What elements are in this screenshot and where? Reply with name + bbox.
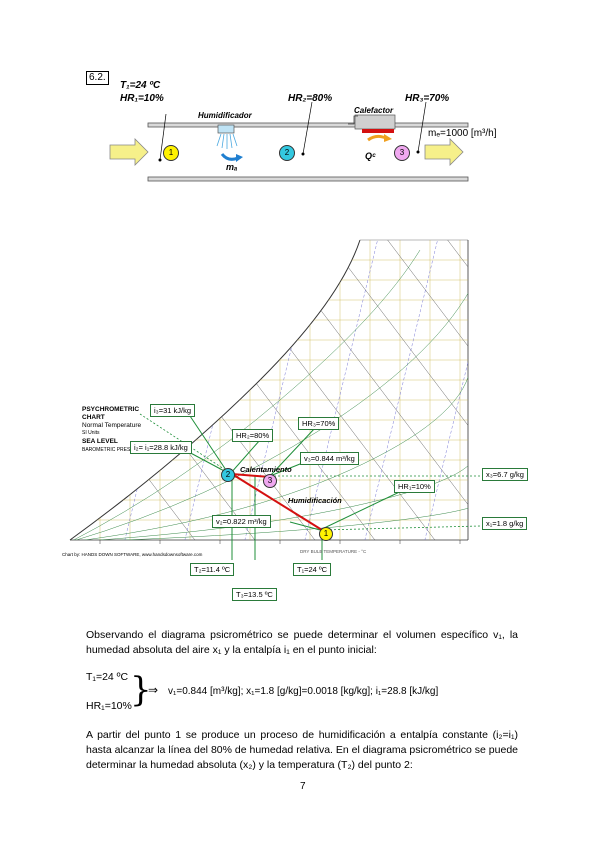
flow-rate-label: mₑ=1000 [m³/h] — [428, 128, 497, 139]
chart-point-3: 3 — [263, 474, 277, 488]
state-point-1: 1 — [163, 145, 179, 161]
chart-header-pressure: BAROMETRIC PRESSURE 101.325 kPa — [82, 447, 174, 453]
equation-result: v₁=0.844 [m³/kg]; x₁=1.8 [g/kg]=0.0018 [… — [168, 686, 439, 697]
chart-header-sea-level: SEA LEVEL — [82, 438, 118, 445]
state-point-2: 2 — [279, 145, 295, 161]
box-i2-i1: i₂= i₁=28.8 kJ/kg — [130, 441, 192, 454]
outlet-arrow — [424, 138, 464, 166]
box-t3: T₃=13.5 ºC — [232, 588, 277, 601]
humidifier-nozzle — [217, 124, 235, 134]
box-x3: x₃=6.7 g/kg — [482, 468, 528, 481]
equation-brace: } — [130, 670, 152, 710]
paragraph-2: A partir del punto 1 se produce un proce… — [86, 729, 518, 771]
box-i3: i₃=31 kJ/kg — [150, 404, 196, 417]
chart-header-units: SI Units — [82, 430, 100, 436]
spray-icon — [216, 133, 238, 149]
box-v3: v₃=0.844 m³/kg — [300, 452, 359, 465]
diagram-hr1: HR₁=10% — [120, 93, 164, 104]
box-hr2: HR₂=80% — [232, 429, 274, 442]
equation-arrow: ⇒ — [148, 683, 159, 697]
diagram-hr2: HR₂=80% — [288, 93, 333, 104]
process-diagram — [109, 101, 469, 182]
box-hr1: HR₁=10% — [394, 480, 435, 493]
chart-point-1: 1 — [319, 527, 333, 541]
box-x1: x₁=1.8 g/kg — [482, 517, 528, 530]
chart-header-title: PSYCHROMETRIC — [82, 406, 140, 413]
state-point-3: 3 — [394, 145, 410, 161]
chart-header-chart: CHART — [82, 414, 105, 421]
equation-t1: T₁=24 ºC — [86, 671, 129, 683]
chart-point-2: 2 — [221, 468, 235, 482]
heating-label: Calentamiento — [240, 465, 292, 474]
chart-credit: Chart by: HANDS DOWN SOFTWARE, www.hands… — [62, 552, 203, 557]
heat-label: Qᶜ — [365, 151, 376, 161]
psychrometric-chart — [69, 239, 480, 560]
chart-header-temp: Normal Temperature — [82, 422, 142, 429]
x-axis-label: DRY BULB TEMPERATURE - °C — [300, 549, 367, 554]
heater-body — [354, 114, 396, 130]
equation-hr1: HR₁=10% — [86, 700, 132, 712]
water-flow-arrow — [220, 153, 239, 161]
humidification-process-line — [231, 473, 323, 531]
section-number: 6.2. — [86, 71, 109, 85]
box-hr3: HR₃=70% — [298, 417, 340, 430]
diagram-t1: T₁=24 ºC — [120, 80, 161, 91]
heater-label: Calefactor — [354, 106, 394, 115]
saturation-curve — [69, 239, 361, 541]
box-v2: v₂=0.822 m³/kg — [212, 515, 271, 528]
paragraph-1: Observando el diagrama psicrométrico se … — [86, 629, 518, 656]
heat-arrow — [367, 134, 387, 142]
box-t2: T₂=11.4 ºC — [190, 563, 235, 576]
humidifier-label: Humidificador — [198, 111, 252, 120]
chart-gridlines — [70, 240, 468, 540]
humidification-label: Humidificación — [288, 496, 342, 505]
duct-bottom-wall — [147, 176, 469, 182]
inlet-arrow — [109, 138, 149, 166]
page-number: 7 — [300, 781, 306, 792]
water-mass-label: mₐ — [226, 162, 238, 172]
heater-element — [362, 129, 394, 133]
diagram-hr3: HR₃=70% — [405, 93, 450, 104]
box-t1: T₁=24 ºC — [293, 563, 332, 576]
